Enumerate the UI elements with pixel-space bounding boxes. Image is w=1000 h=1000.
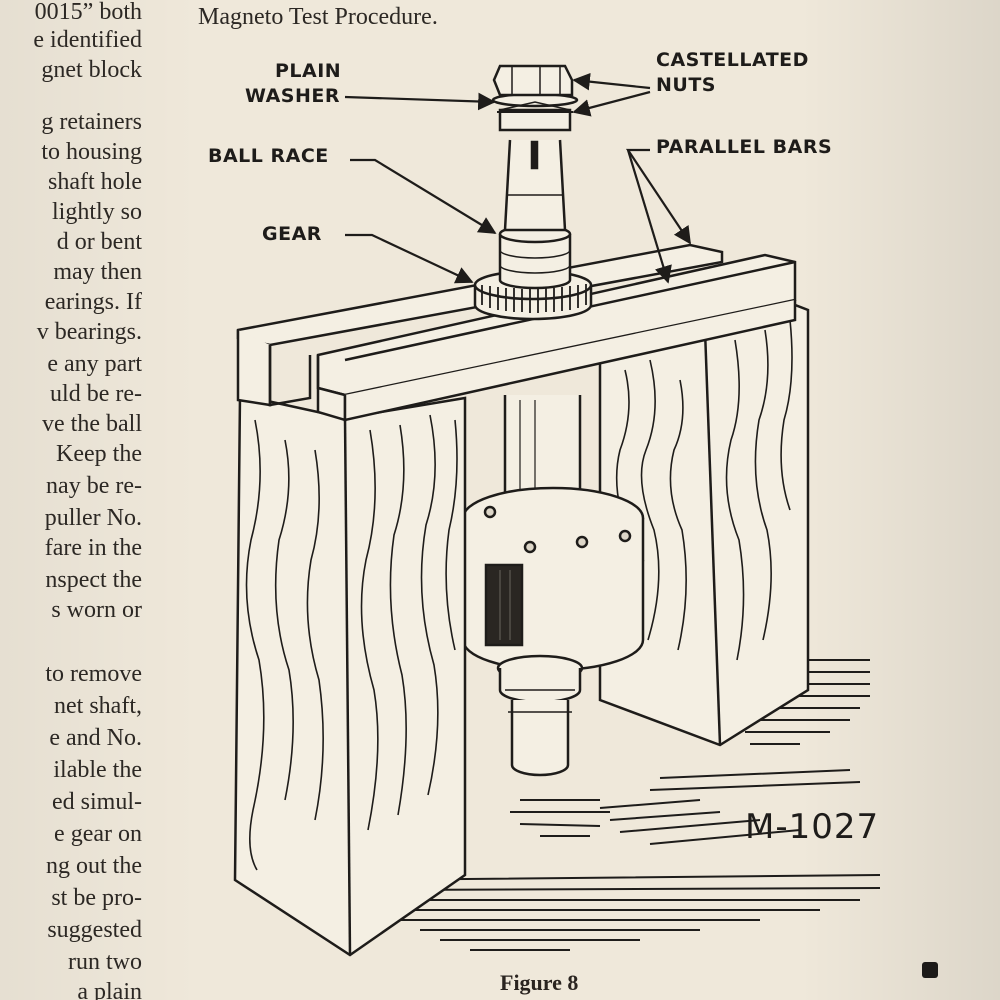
text-line: lightly so xyxy=(51,199,142,225)
leader-lines xyxy=(344,72,691,284)
text-line: fare in the xyxy=(44,535,142,561)
text-line: e identified xyxy=(33,27,142,53)
text-line: ng out the xyxy=(46,853,142,879)
callout-ball-race: BALL RACE xyxy=(208,145,329,167)
text-line: run two xyxy=(68,949,142,975)
text-line: to remove xyxy=(45,661,142,687)
text-line: st be pro- xyxy=(51,885,142,911)
text-line: puller No. xyxy=(44,505,142,531)
callout-gear: GEAR xyxy=(262,223,322,245)
text-line: earings. If xyxy=(44,289,142,315)
text-line: Keep the xyxy=(56,441,142,467)
corner-mark xyxy=(922,962,938,978)
text-line: v bearings. xyxy=(36,319,142,345)
figure-caption: Figure 8 xyxy=(500,970,579,995)
callout-castellated-nuts: NUTS xyxy=(656,74,716,96)
text-line: ilable the xyxy=(53,757,142,783)
text-line: may then xyxy=(53,259,142,285)
text-line: shaft hole xyxy=(48,169,142,195)
text-line: s worn or xyxy=(51,597,142,623)
text-line: suggested xyxy=(47,917,142,943)
text-line: ve the ball xyxy=(42,411,142,437)
top-caption: Magneto Test Procedure. xyxy=(198,4,438,30)
text-line: to housing xyxy=(41,139,142,165)
callout-plain-washer: PLAIN xyxy=(275,60,341,82)
left-wood-block xyxy=(233,393,467,957)
text-line: g retainers xyxy=(41,109,142,135)
callout-plain-washer: WASHER xyxy=(245,85,340,107)
callout-castellated-nuts: CASTELLATED xyxy=(656,49,809,71)
text-line: e and No. xyxy=(49,725,142,751)
text-line: e any part xyxy=(47,351,142,377)
rotor-assembly xyxy=(461,486,645,777)
text-line: nay be re- xyxy=(46,473,142,499)
upper-shaft xyxy=(498,139,572,290)
text-line: 0015” both xyxy=(34,0,142,25)
callout-parallel-bars: PARALLEL BARS xyxy=(656,136,832,158)
castellated-nuts xyxy=(491,64,579,132)
figure-number: M-1027 xyxy=(745,807,879,847)
text-line: nspect the xyxy=(45,567,142,593)
text-line: gnet block xyxy=(41,57,142,83)
left-text-column: 0015” both e identified gnet block g ret… xyxy=(0,0,142,1000)
text-line: net shaft, xyxy=(54,693,142,719)
text-line: d or bent xyxy=(56,229,142,255)
text-line: ed simul- xyxy=(52,789,142,815)
text-line: e gear on xyxy=(54,821,142,847)
text-line: uld be re- xyxy=(50,381,142,407)
text-line: a plain xyxy=(77,979,142,1000)
